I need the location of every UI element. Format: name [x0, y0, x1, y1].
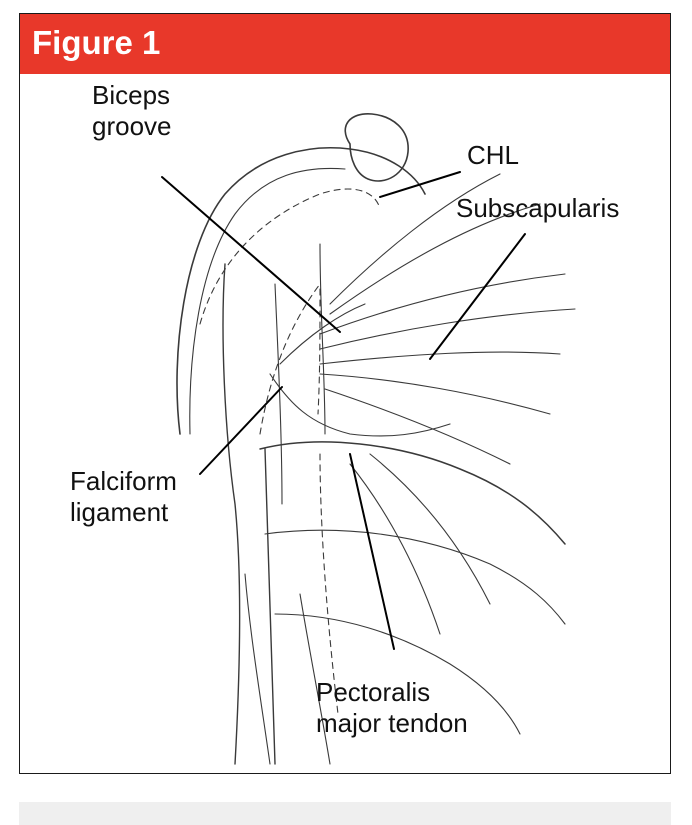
figure-frame: Figure 1 — [19, 13, 671, 774]
shoulder-anatomy-illustration — [161, 113, 576, 765]
biceps-groove-label-line1: Biceps — [92, 80, 171, 110]
pectoralis-major-tendon-label: Pectoralis major tendon — [316, 677, 468, 739]
chl-label: CHL — [467, 140, 520, 170]
falciform-ligament-label-line1: Falciform — [70, 466, 177, 496]
pectoralis-major-tendon-label-line1: Pectoralis — [316, 677, 431, 707]
biceps-groove-label-line2: groove — [92, 111, 172, 141]
falciform-ligament-label: Falciform ligament — [70, 466, 177, 528]
subscapularis-label: Subscapularis — [456, 193, 620, 223]
caption-bar — [19, 802, 671, 825]
biceps-groove-label: Biceps groove — [92, 80, 172, 142]
pectoralis-major-tendon-label-line2: major tendon — [316, 708, 468, 738]
figure-title: Figure 1 — [32, 24, 161, 61]
falciform-ligament-label-line2: ligament — [70, 497, 169, 527]
figure-header: Figure 1 — [20, 14, 670, 74]
